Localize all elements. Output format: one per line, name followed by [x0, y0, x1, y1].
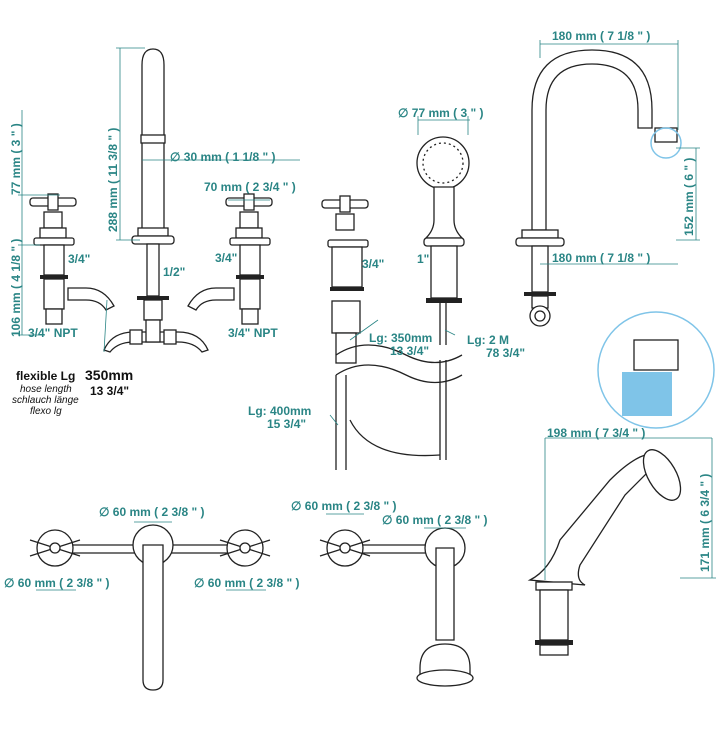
left-valve-drawing — [29, 193, 115, 325]
dim-rosette-4: ∅ 60 mm ( 2 3/8 " ) — [291, 499, 397, 513]
diverter-valve-drawing — [321, 195, 369, 364]
dim-spout-height: 288 mm ( 11 3/8 " ) — [106, 128, 120, 232]
deck-handshower-drawing — [527, 449, 682, 656]
hose-350-in: 13 3/4" — [390, 344, 429, 358]
wall-mixer-drawing — [29, 524, 271, 691]
spout-drawing — [103, 48, 209, 353]
dimension-lines — [18, 40, 716, 591]
gooseneck-spout-drawing — [515, 49, 682, 327]
dim-rosette-1: ∅ 60 mm ( 2 3/8 " ) — [99, 505, 205, 519]
dim-shower-diameter: ∅ 77 mm ( 3 " ) — [398, 106, 484, 120]
hose-legend-es: flexo lg — [30, 406, 62, 417]
thread-diverter: 3/4" — [362, 257, 384, 271]
dim-handshower-height: 171 mm ( 6 3/4 " ) — [698, 474, 712, 572]
thread-left-valve: 3/4" — [68, 252, 90, 266]
dim-rosette-5: ∅ 60 mm ( 2 3/8 " ) — [382, 513, 488, 527]
hose-350-mm: Lg: 350mm — [369, 331, 432, 345]
thread-npt-right: 3/4" NPT — [228, 326, 278, 340]
hose-400-in: 15 3/4" — [267, 417, 306, 431]
thread-right-valve: 3/4" — [215, 251, 237, 265]
wall-shower-mixer-drawing — [319, 527, 474, 687]
dim-goose-reach-top: 180 mm ( 7 1/8 " ) — [552, 29, 650, 43]
dim-handle-width: 70 mm ( 2 3/4 " ) — [204, 180, 296, 194]
dim-spout-diameter: ∅ 30 mm ( 1 1/8 " ) — [170, 150, 276, 164]
right-valve-drawing — [187, 193, 273, 325]
dim-rosette-2: ∅ 60 mm ( 2 3/8 " ) — [4, 576, 110, 590]
dim-valve-lower-height: 106 mm ( 4 1/8 " ) — [9, 239, 23, 337]
thread-npt-left: 3/4" NPT — [28, 326, 78, 340]
hose-legend-en: hose length — [20, 384, 72, 395]
thread-shower: 1" — [417, 252, 429, 266]
hose-legend-title: flexible Lg — [16, 369, 75, 383]
hose-2m-in: 78 3/4" — [486, 346, 525, 360]
dim-rosette-3: ∅ 60 mm ( 2 3/8 " ) — [194, 576, 300, 590]
hose-400-mm: Lg: 400mm — [248, 404, 311, 418]
dim-valve-upper-height: 77 mm ( 3 " ) — [9, 123, 23, 195]
thread-spout: 1/2" — [163, 265, 185, 279]
dim-goose-reach-bottom: 180 mm ( 7 1/8 " ) — [552, 251, 650, 265]
aerator-detail — [597, 311, 715, 429]
hose-legend-mm: 350mm — [85, 367, 133, 383]
dim-goose-height: 152 mm ( 6 " ) — [682, 158, 696, 236]
hand-shower-drawing — [335, 136, 470, 470]
hose-legend-de: schlauch länge — [12, 395, 79, 406]
dim-handshower-width: 198 mm ( 7 3/4 " ) — [547, 426, 645, 440]
hose-legend-in: 13 3/4" — [90, 384, 129, 398]
hose-2m-mm: Lg: 2 M — [467, 333, 509, 347]
